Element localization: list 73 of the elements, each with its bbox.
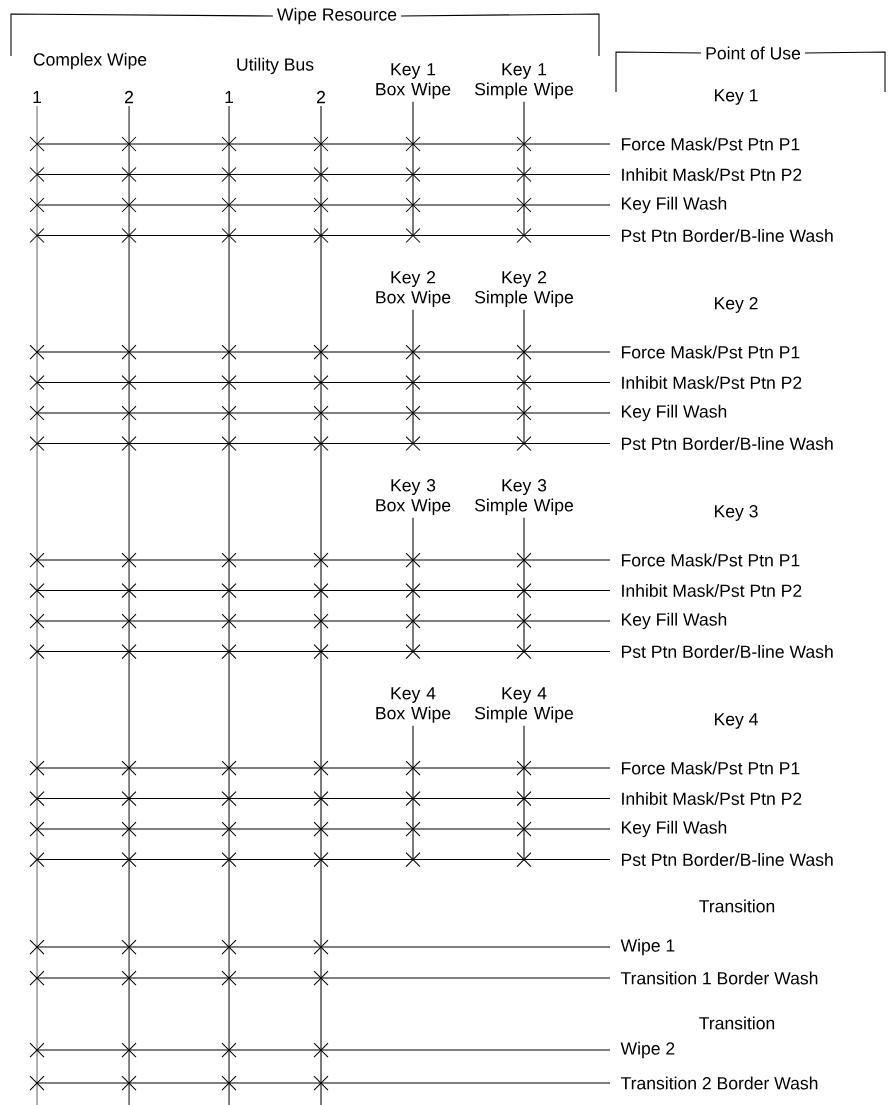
signal-line	[36, 204, 611, 206]
signal-line	[36, 143, 611, 145]
row-label: Force Mask/Pst Ptn P1	[621, 345, 800, 359]
signal-line	[523, 309, 525, 445]
heading-label: Key 4	[714, 713, 758, 729]
signal-line	[36, 351, 611, 353]
signal-line	[412, 309, 414, 445]
signal-line	[36, 442, 611, 445]
row-label: Inhibit Mask/Pst Ptn P2	[622, 584, 802, 597]
row-label: Pst Ptn Border/B-line Wash	[621, 437, 833, 450]
row-label: Inhibit Mask/Pst Ptn P2	[622, 792, 802, 805]
signal-line	[36, 620, 611, 622]
signal-line	[36, 946, 611, 948]
column-label: 2	[125, 90, 133, 104]
signal-line	[36, 651, 611, 653]
signal-line	[412, 725, 414, 861]
column-label: Key 2 Simple Wipe	[475, 271, 573, 307]
column-label: Key 3 Box Wipe	[376, 479, 451, 515]
signal-line	[36, 412, 611, 414]
row-label: Key Fill Wash	[621, 820, 727, 838]
signal-line	[36, 767, 611, 769]
column-label: 1	[225, 90, 234, 104]
signal-line	[36, 798, 611, 800]
signal-line	[36, 828, 611, 830]
heading-label: Transition	[699, 899, 775, 913]
heading-label: Wipe Resource	[277, 7, 397, 25]
heading-label: Transition	[699, 1016, 775, 1030]
row-label: Pst Ptn Border/B-line Wash	[621, 229, 833, 242]
signal-line	[36, 382, 611, 384]
signal-line	[128, 105, 130, 1105]
column-label: Key 2 Box Wipe	[376, 271, 451, 307]
heading-label: Utility Bus	[237, 57, 314, 75]
row-label: Pst Ptn Border/B-line Wash	[621, 645, 833, 658]
signal-line	[228, 105, 230, 1105]
row-label: Pst Ptn Border/B-line Wash	[621, 853, 833, 866]
row-label: Inhibit Mask/Pst Ptn P2	[622, 168, 802, 181]
row-label: Key Fill Wash	[621, 196, 727, 214]
heading-label: Complex Wipe	[33, 52, 147, 70]
signal-line	[412, 101, 414, 237]
signal-line	[36, 977, 611, 979]
row-label: Key Fill Wash	[621, 612, 727, 630]
row-label: Inhibit Mask/Pst Ptn P2	[622, 376, 802, 389]
signal-line	[36, 559, 611, 561]
signal-line	[523, 517, 525, 653]
row-label: Key Fill Wash	[621, 404, 727, 422]
row-label: Wipe 2	[620, 1041, 675, 1059]
column-label: Key 1 Simple Wipe	[475, 63, 573, 99]
signal-line	[36, 1049, 611, 1051]
row-label: Wipe 1	[620, 938, 675, 956]
row-label: Transition 1 Border Wash	[620, 971, 818, 985]
signal-line	[36, 590, 611, 592]
signal-line	[36, 1082, 611, 1084]
heading-label: Key 2	[714, 297, 758, 313]
signal-line	[36, 234, 611, 237]
row-label: Force Mask/Pst Ptn P1	[621, 137, 800, 151]
column-label: Key 4 Simple Wipe	[475, 687, 573, 723]
column-label: 2	[317, 90, 325, 104]
heading-label: Key 3	[714, 505, 758, 521]
signal-line	[320, 105, 322, 1105]
signal-line	[36, 859, 611, 861]
column-label: 1	[33, 90, 41, 104]
row-label: Force Mask/Pst Ptn P1	[621, 553, 800, 567]
heading-label: Key 1	[714, 89, 758, 105]
row-label: Force Mask/Pst Ptn P1	[621, 761, 800, 775]
signal-line	[36, 173, 611, 176]
signal-line	[523, 101, 525, 237]
heading-label: Point of Use	[706, 46, 801, 60]
column-label: Key 3 Simple Wipe	[475, 479, 573, 515]
column-label: Key 1 Box Wipe	[376, 63, 451, 99]
row-label: Transition 2 Border Wash	[620, 1076, 818, 1090]
signal-line	[523, 725, 525, 861]
signal-line	[412, 517, 414, 653]
column-label: Key 4 Box Wipe	[376, 687, 451, 723]
